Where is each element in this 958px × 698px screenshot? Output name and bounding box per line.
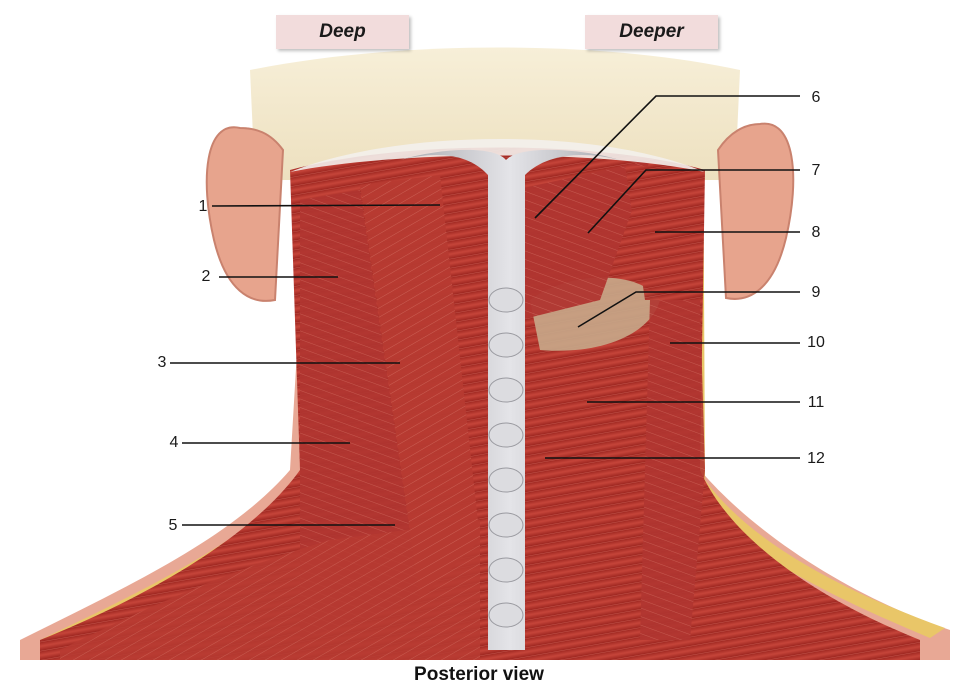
panel-label-deep: Deep [276, 15, 409, 49]
callout-number: 1 [198, 198, 208, 215]
left-ear [205, 126, 285, 302]
leader-9 [577, 291, 800, 328]
left-trapezius-lower [60, 520, 480, 660]
leader-6 [534, 95, 800, 219]
rectus-capitis-band [515, 160, 650, 320]
callout-number: 3 [157, 354, 167, 371]
callout-number: 8 [811, 224, 821, 241]
left-levator-band [300, 190, 420, 640]
vertebra-bumps [488, 287, 524, 628]
callout-number: 4 [169, 434, 179, 451]
scalp [250, 47, 740, 180]
right-levator-band [640, 300, 705, 640]
leader-7 [587, 169, 800, 234]
leader-lines [170, 95, 800, 526]
leader-1 [211, 204, 441, 207]
callout-number: 5 [168, 517, 178, 534]
bottom-margin [0, 660, 958, 693]
left-splenius-band [360, 175, 480, 600]
figure-caption: Posterior view [414, 664, 544, 685]
callout-number: 10 [807, 334, 825, 351]
callout-number: 11 [807, 394, 825, 411]
neck-muscle-mass [40, 147, 920, 660]
panel-label-deeper: Deeper [585, 15, 718, 49]
callout-number: 7 [811, 162, 821, 179]
callout-number: 12 [807, 450, 825, 467]
callout-number: 9 [811, 284, 821, 301]
right-ear [716, 122, 795, 300]
callout-number: 2 [201, 268, 211, 285]
callout-number: 6 [811, 89, 821, 106]
